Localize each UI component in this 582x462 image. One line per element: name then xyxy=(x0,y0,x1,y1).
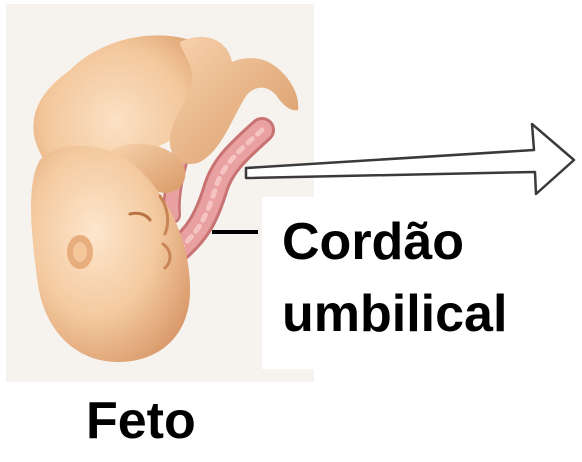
fetus-caption: Feto xyxy=(86,395,196,447)
umbilical-cord-label-line1: Cordão xyxy=(282,216,464,268)
umbilical-cord-label-line2: umbilical xyxy=(282,288,507,340)
